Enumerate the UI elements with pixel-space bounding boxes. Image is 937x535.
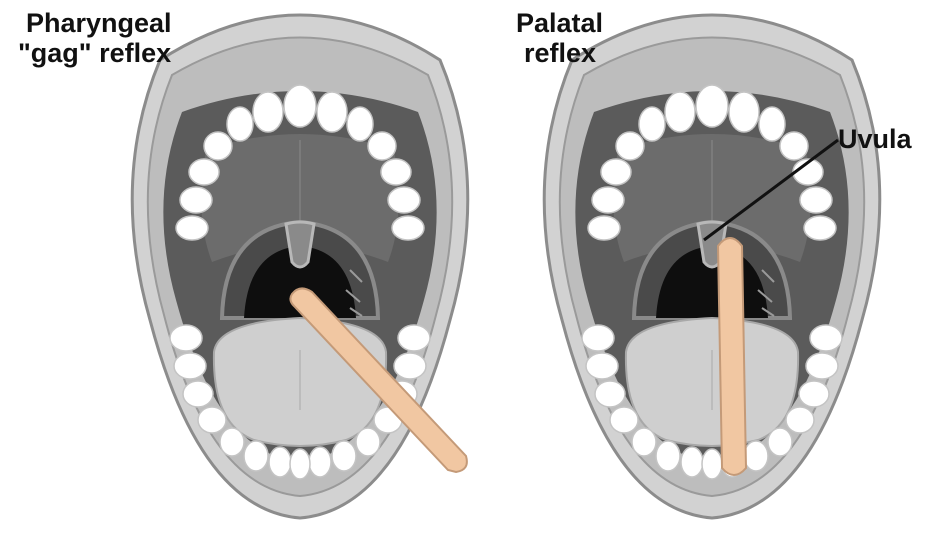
- tongue-depressor-icon: [718, 238, 746, 475]
- palatal-title-line1: Palatal: [516, 10, 603, 37]
- uvula-label: Uvula: [838, 126, 912, 153]
- left-mouth-icon: [132, 15, 468, 518]
- right-mouth-icon: [544, 15, 880, 518]
- palatal-title-line2: reflex: [524, 40, 596, 67]
- pharyngeal-title-line1: Pharyngeal: [26, 10, 172, 37]
- pharyngeal-title-line2: "gag" reflex: [18, 40, 171, 67]
